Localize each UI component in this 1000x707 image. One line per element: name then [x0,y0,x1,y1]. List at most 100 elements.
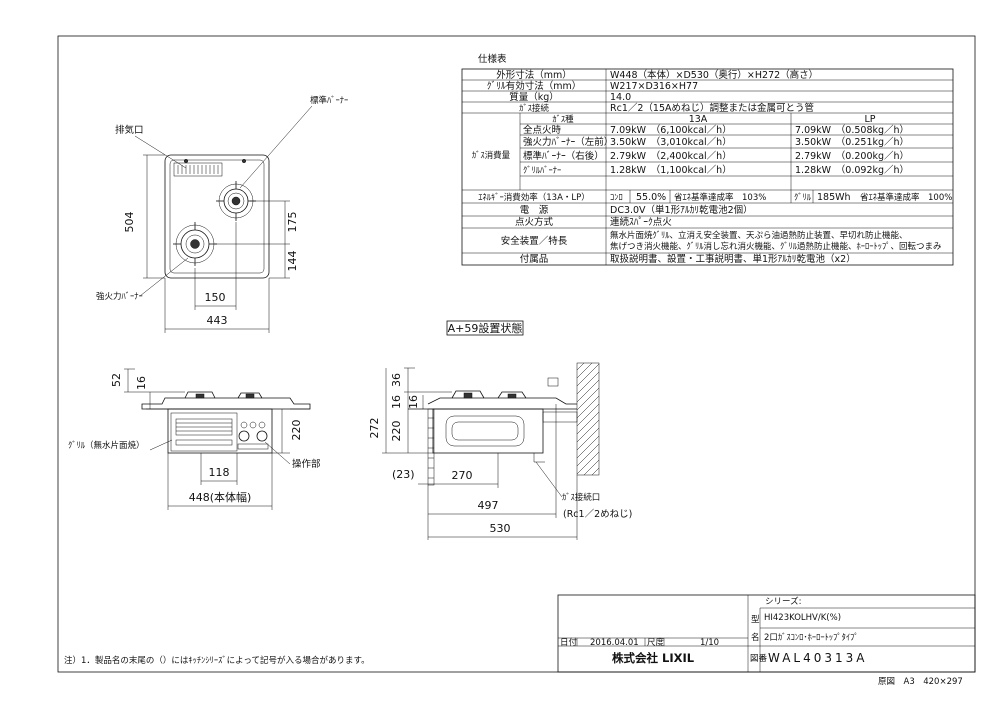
strong-burner-top [173,222,217,266]
svg-text:ｶﾞｽ種: ｶﾞｽ種 [552,114,574,125]
knob-left [238,430,250,442]
svg-text:DC3.0V（単1形ｱﾙｶﾘ乾電池2個）: DC3.0V（単1形ｱﾙｶﾘ乾電池2個） [610,204,753,216]
svg-text:LP: LP [864,114,875,125]
wall [576,362,600,476]
control-label: 操作部 [292,458,321,470]
svg-text:連続ｽﾊﾟｰｸ点火: 連続ｽﾊﾟｰｸ点火 [610,216,672,228]
svg-text:272: 272 [368,418,381,439]
svg-text:ｴﾈﾙｷﾞｰ消費効率（13A・LP）: ｴﾈﾙｷﾞｰ消費効率（13A・LP） [478,192,590,203]
svg-text:448(本体幅): 448(本体幅) [189,490,252,504]
grill-chamber [445,415,525,447]
svg-text:13A: 13A [689,114,708,125]
svg-text:7.09kW （0.508kg／h）: 7.09kW （0.508kg／h） [795,124,909,136]
svg-text:150: 150 [205,291,226,304]
sheet-border [57,35,976,673]
svg-text:名: 名 [751,632,760,643]
gas-inlet-label: ｶﾞｽ接続口 [562,492,600,503]
svg-text:14.0: 14.0 [610,92,631,103]
model-number: HI423KOLHV/K(%) [764,613,841,623]
svg-text:144: 144 [286,251,299,272]
svg-text:36: 36 [390,373,403,387]
svg-text:220: 220 [390,421,403,442]
svg-text:2.79kW （0.200kg／h）: 2.79kW （0.200kg／h） [795,150,909,162]
front-body [167,408,273,454]
svg-text:2.79kW （2,400kcal／h）: 2.79kW （2,400kcal／h） [610,150,732,162]
svg-text:ｸﾞﾘﾙ: ｸﾞﾘﾙ [794,193,812,203]
install-state-title: A+59設置状態 [448,321,523,335]
svg-text:2016.04.01: 2016.04.01 [590,638,639,648]
svg-text:1/10: 1/10 [700,638,719,648]
svg-text:W448（本体）×D530（奥行）×H272（高さ）: W448（本体）×D530（奥行）×H272（高さ） [610,69,818,81]
grill-label: ｸﾞﾘﾙ（無水片面焼） [68,440,145,451]
svg-text:ｶﾞｽ接続: ｶﾞｽ接続 [519,103,549,114]
svg-text:1.28kW （0.092kg／h）: 1.28kW （0.092kg／h） [795,164,909,176]
grill-door [170,412,238,452]
top-view: 排気口 標準ﾊﾞｰﾅｰ 強火力ﾊﾞｰﾅｰ 504 175 144 150 443 [96,95,348,333]
svg-text:強火力ﾊﾞｰﾅｰ（左前）: 強火力ﾊﾞｰﾅｰ（左前） [523,136,613,148]
svg-text:220: 220 [290,420,303,441]
svg-text:16: 16 [407,395,420,409]
svg-text:16: 16 [390,395,403,409]
svg-text:安全装置／特長: 安全装置／特長 [501,235,568,247]
svg-text:270: 270 [452,469,473,482]
side-body [432,408,544,454]
svg-text:1.28kW （1,100kcal／h）: 1.28kW （1,100kcal／h） [610,164,732,176]
svg-text:シリーズ:: シリーズ: [765,596,801,607]
drawing-code: WAL40313A [768,651,868,665]
svg-text:全点火時: 全点火時 [523,124,562,136]
svg-text:55.0%: 55.0% [636,192,666,203]
svg-text:ｶﾞｽ消費量: ｶﾞｽ消費量 [472,150,511,161]
svg-text:(23): (23) [392,468,415,481]
svg-text:504: 504 [123,212,136,233]
footnote: 注）1．製品名の末尾の（）にはｷｯﾁﾝｼﾘｰｽﾞによって記号が入る場合があります… [64,655,370,666]
svg-text:省ｴﾈ基準達成率 100%: 省ｴﾈ基準達成率 100% [860,192,952,203]
company-name: 株式会社 LIXIL [612,651,695,665]
svg-text:497: 497 [478,499,499,512]
svg-text:3.50kW （3,010kcal／h）: 3.50kW （3,010kcal／h） [610,136,732,148]
svg-text:ｸﾞﾘﾙ有効寸法（mm）: ｸﾞﾘﾙ有効寸法（mm） [487,80,582,92]
svg-text:取扱説明書、設置・工事説明書、単1形ｱﾙｶﾘ乾電池（x2）: 取扱説明書、設置・工事説明書、単1形ｱﾙｶﾘ乾電池（x2） [610,253,856,265]
svg-text:118: 118 [209,466,230,479]
product-name: 2口ｶﾞｽｺﾝﾛ･ﾎｰﾛｰﾄｯﾌﾟﾀｲﾌﾟ [764,633,859,643]
gas-inlet-spec: (Rc1／2めねじ) [563,509,632,520]
svg-text:付属品: 付属品 [520,254,549,265]
install-state-box [446,320,524,336]
svg-text:530: 530 [490,522,511,535]
title-block: シリーズ: 型 HI423KOLHV/K(%) 名 2口ｶﾞｽｺﾝﾛ･ﾎｰﾛｰﾄ… [557,594,976,687]
svg-text:外形寸法（mm）: 外形寸法（mm） [496,69,572,81]
svg-text:7.09kW （6,100kcal／h）: 7.09kW （6,100kcal／h） [610,124,732,136]
svg-text:省ｴﾈ基準達成率 103%: 省ｴﾈ基準達成率 103% [674,192,766,203]
svg-text:日付: 日付 [560,637,578,648]
standard-burner-label: 標準ﾊﾞｰﾅｰ [310,95,348,106]
svg-text:型: 型 [751,615,760,625]
svg-text:52: 52 [110,373,123,387]
original-size: 原図 A3 420×297 [878,677,963,687]
spec-title: 仕様表 [478,53,507,65]
spec-table: 仕様表 外形寸法（mm） W448（本体）×D530（奥行）×H272（高さ） … [461,53,954,266]
svg-text:ｸﾞﾘﾙﾊﾞｰﾅｰ: ｸﾞﾘﾙﾊﾞｰﾅｰ [523,166,561,176]
side-view: A+59設置状態 [368,320,632,540]
exhaust-vent [173,162,223,177]
svg-text:電 源: 電 源 [520,205,549,216]
svg-text:質量（kg）: 質量（kg） [509,91,559,103]
svg-text:185Wh: 185Wh [817,192,851,203]
svg-text:Rc1／2（15Aめねじ）調整または金属可とう管: Rc1／2（15Aめねじ）調整または金属可とう管 [610,102,814,114]
svg-text:443: 443 [207,314,228,327]
svg-text:無水片面焼ｸﾞﾘﾙ、立消え安全装置、天ぷら油過熱防止装置、早: 無水片面焼ｸﾞﾘﾙ、立消え安全装置、天ぷら油過熱防止装置、早切れ防止機能、 [610,230,908,241]
knob-right [256,430,268,442]
cooktop-outline [164,154,270,279]
strong-burner-label: 強火力ﾊﾞｰﾅｰ [96,291,143,302]
svg-text:図番: 図番 [750,653,768,664]
svg-text:3.50kW （0.251kg／h）: 3.50kW （0.251kg／h） [795,136,909,148]
svg-text:焦げつき消火機能、ｸﾞﾘﾙ消し忘れ消火機能、ｸﾞﾘﾙ過熱防止: 焦げつき消火機能、ｸﾞﾘﾙ消し忘れ消火機能、ｸﾞﾘﾙ過熱防止機能、ﾎｰﾛｰﾄｯﾌ… [610,241,942,252]
svg-text:175: 175 [286,212,299,233]
svg-text:16: 16 [135,376,148,390]
front-view: 52 16 220 118 448(本体幅) ｸﾞﾘﾙ（無水片面焼） 操作部 [68,368,321,510]
exhaust-label: 排気口 [115,124,144,136]
svg-text:点火方式: 点火方式 [515,216,554,228]
svg-text:標準ﾊﾞｰﾅｰ（右後）: 標準ﾊﾞｰﾅｰ（右後） [523,150,604,162]
svg-text:W217×D316×H77: W217×D316×H77 [610,81,698,92]
svg-text:尺度: 尺度 [647,637,665,648]
svg-text:ｺﾝﾛ: ｺﾝﾛ [610,193,623,203]
